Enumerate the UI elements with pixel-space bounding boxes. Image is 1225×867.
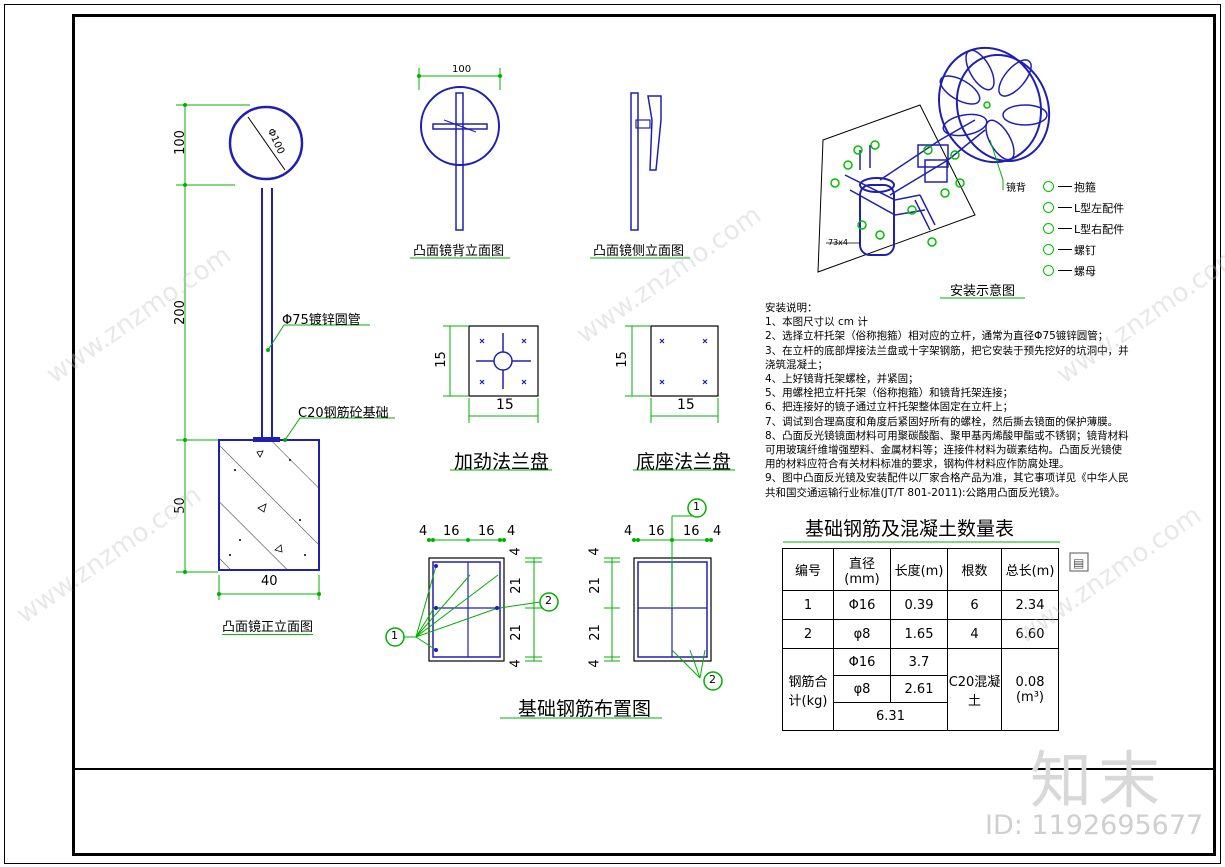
rebar-marker-1: 1 [391, 629, 398, 642]
flange2-title: 底座法兰盘 [636, 451, 732, 473]
marker-icon [1043, 202, 1054, 213]
concrete-value: 0.08(m³) [1001, 648, 1059, 731]
front-view-drawing [176, 103, 395, 600]
outer-frame [4, 4, 1221, 864]
bolt-note: 73x4 [828, 238, 849, 247]
watermark-id: ID: 1192695677 [985, 810, 1204, 841]
legend-item: L型左配件 [1043, 197, 1124, 218]
pipe-label: Φ75镀锌圆管 [282, 313, 361, 328]
back-dim-100: 100 [452, 64, 472, 75]
flange2-drawing [625, 325, 735, 471]
mirror-back-label: 镜背 [1006, 183, 1026, 194]
legend-item: 螺母 [1043, 260, 1124, 281]
base-label: C20钢筋砼基础 [298, 406, 389, 421]
sum-total: 6.31 [833, 702, 948, 731]
rebar-dim-21: 21 [508, 624, 524, 641]
rebar-dim-4: 4 [508, 547, 524, 556]
concrete-label: C20混凝土 [947, 648, 1002, 731]
rebar-marker-2: 2 [709, 673, 716, 686]
back-view-title: 凸面镜背立面图 [413, 244, 505, 259]
summary-label: 钢筋合计(kg) [782, 648, 834, 731]
rebar-dim-16: 16 [683, 524, 700, 539]
marker-icon [1043, 223, 1054, 234]
flange2-dim-w: 15 [677, 397, 695, 413]
flange1-dim-h: 15 [433, 351, 449, 368]
rebar-dim-16: 16 [648, 524, 665, 539]
mirror-circle [228, 105, 304, 181]
flange1-dim-w: 15 [496, 397, 514, 413]
rebar-dim-4: 4 [508, 659, 524, 668]
rebar-marker-1: 1 [693, 500, 700, 513]
flange2-dim-h: 15 [614, 351, 630, 368]
rebar-dim-4: 4 [587, 547, 603, 556]
rebar-marker-2: 2 [545, 594, 552, 607]
title-block-line [75, 768, 1213, 770]
marker-icon [1043, 244, 1054, 255]
rebar-dim-21: 21 [587, 624, 603, 641]
rebar-title: 基础钢筋布置图 [518, 698, 652, 720]
table-row: 6.31 [783, 702, 1059, 731]
rebar-dim-16: 16 [443, 524, 460, 539]
rebar-dim-4: 4 [624, 524, 633, 539]
svg-text:▤: ▤ [1073, 556, 1084, 570]
rebar-dim-4: 4 [713, 524, 722, 539]
back-view-drawing [410, 68, 510, 259]
table-title: 基础钢筋及混凝土数量表 [805, 518, 1015, 540]
rebar-dim-4: 4 [507, 524, 516, 539]
marker-icon [1043, 181, 1054, 192]
marker-icon [1043, 265, 1054, 276]
install-sketch [817, 46, 1051, 299]
drawing-frame [72, 14, 1216, 856]
flange1-drawing [443, 325, 552, 471]
side-view-title: 凸面镜侧立面图 [593, 244, 685, 259]
flange1-title: 加劲法兰盘 [454, 451, 550, 473]
rebar-dim-21: 21 [587, 577, 603, 594]
rebar-dim-4: 4 [587, 659, 603, 668]
rebar-dim-16: 16 [478, 524, 495, 539]
foundation-block [218, 439, 320, 571]
rebar-dim-4: 4 [419, 524, 428, 539]
table-header: 总长(m) [1001, 548, 1059, 591]
table-header: 根数 [947, 548, 1002, 591]
front-view-title: 凸面镜正立面图 [222, 620, 314, 635]
dim-40: 40 [261, 574, 278, 589]
table-header: 编号 [782, 548, 834, 591]
watermark-brand: 知末 [1030, 744, 1167, 817]
legend-item: 螺钉 [1043, 239, 1124, 260]
rebar-layout-drawing [385, 498, 723, 719]
table-header: 长度(m) [890, 548, 948, 591]
table-icon [1069, 552, 1089, 572]
rebar-dim-21: 21 [508, 577, 524, 594]
legend: 抱箍 L型左配件 L型右配件 螺钉 螺母 [1043, 176, 1124, 281]
table-header: 直径(mm) [833, 548, 891, 591]
legend-item: L型右配件 [1043, 218, 1124, 239]
install-title: 安装示意图 [950, 284, 1016, 299]
dim-100-vertical: 100 [172, 130, 188, 155]
side-view-drawing [590, 92, 690, 259]
legend-item: 抱箍 [1043, 176, 1124, 197]
